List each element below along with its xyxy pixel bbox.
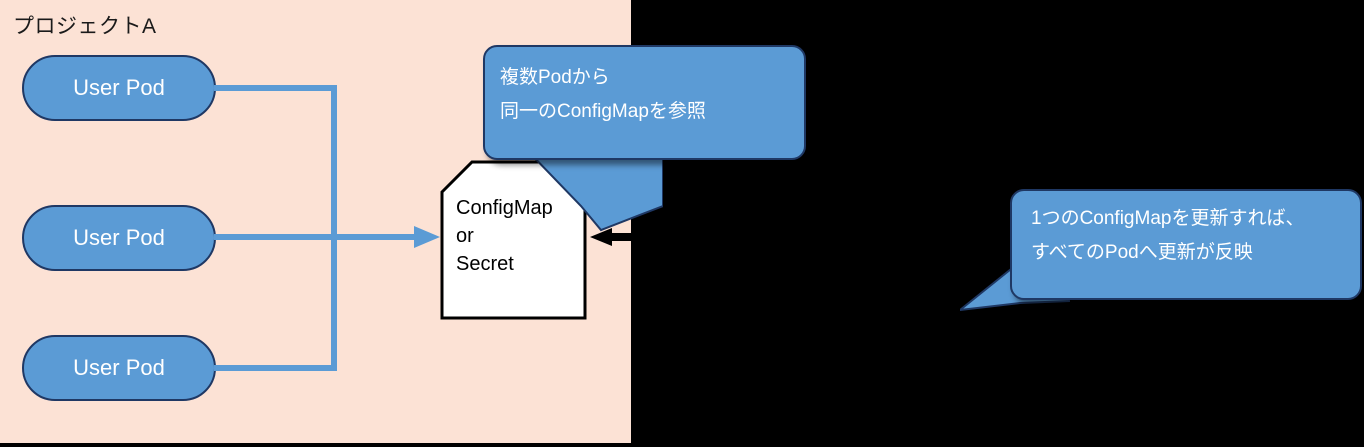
connector-arrowhead-icon <box>414 226 440 248</box>
pod-label-3: User Pod <box>73 355 165 380</box>
configmap-label: ConfigMap or Secret <box>456 194 586 278</box>
configmap-document-shape[interactable] <box>440 160 587 320</box>
pod-label-1: User Pod <box>73 75 165 100</box>
configmap-line-1: ConfigMap <box>456 197 553 219</box>
update-arrow-icon <box>590 228 662 246</box>
pod-node-2[interactable]: User Pod <box>22 205 216 271</box>
callout-reference-line-1: 複数Podから <box>500 67 610 88</box>
callout-reference-tail <box>527 150 663 232</box>
connector-pod3-horizontal <box>214 365 337 371</box>
pod-label-2: User Pod <box>73 225 165 250</box>
connector-bus-vertical <box>331 85 337 371</box>
callout-update-line-2: すべてのPodへ更新が反映 <box>1031 242 1253 263</box>
pod-node-1[interactable]: User Pod <box>22 55 216 121</box>
configmap-line-2: or <box>456 225 474 247</box>
callout-update-body <box>1010 189 1362 300</box>
callout-update-line-1: 1つのConfigMapを更新すれば、 <box>1031 208 1305 229</box>
configmap-line-3: Secret <box>456 253 514 275</box>
callout-reference-text: 複数Podから 同一のConfigMapを参照 <box>500 61 706 129</box>
connector-pod2-horizontal <box>214 234 417 240</box>
pod-node-3[interactable]: User Pod <box>22 335 216 401</box>
project-title: プロジェクトA <box>13 15 157 38</box>
connector-pod1-horizontal <box>214 85 337 91</box>
callout-reference-body <box>483 45 806 160</box>
callout-reference-line-2: 同一のConfigMapを参照 <box>500 101 706 122</box>
callout-update-text: 1つのConfigMapを更新すれば、 すべてのPodへ更新が反映 <box>1031 202 1304 270</box>
